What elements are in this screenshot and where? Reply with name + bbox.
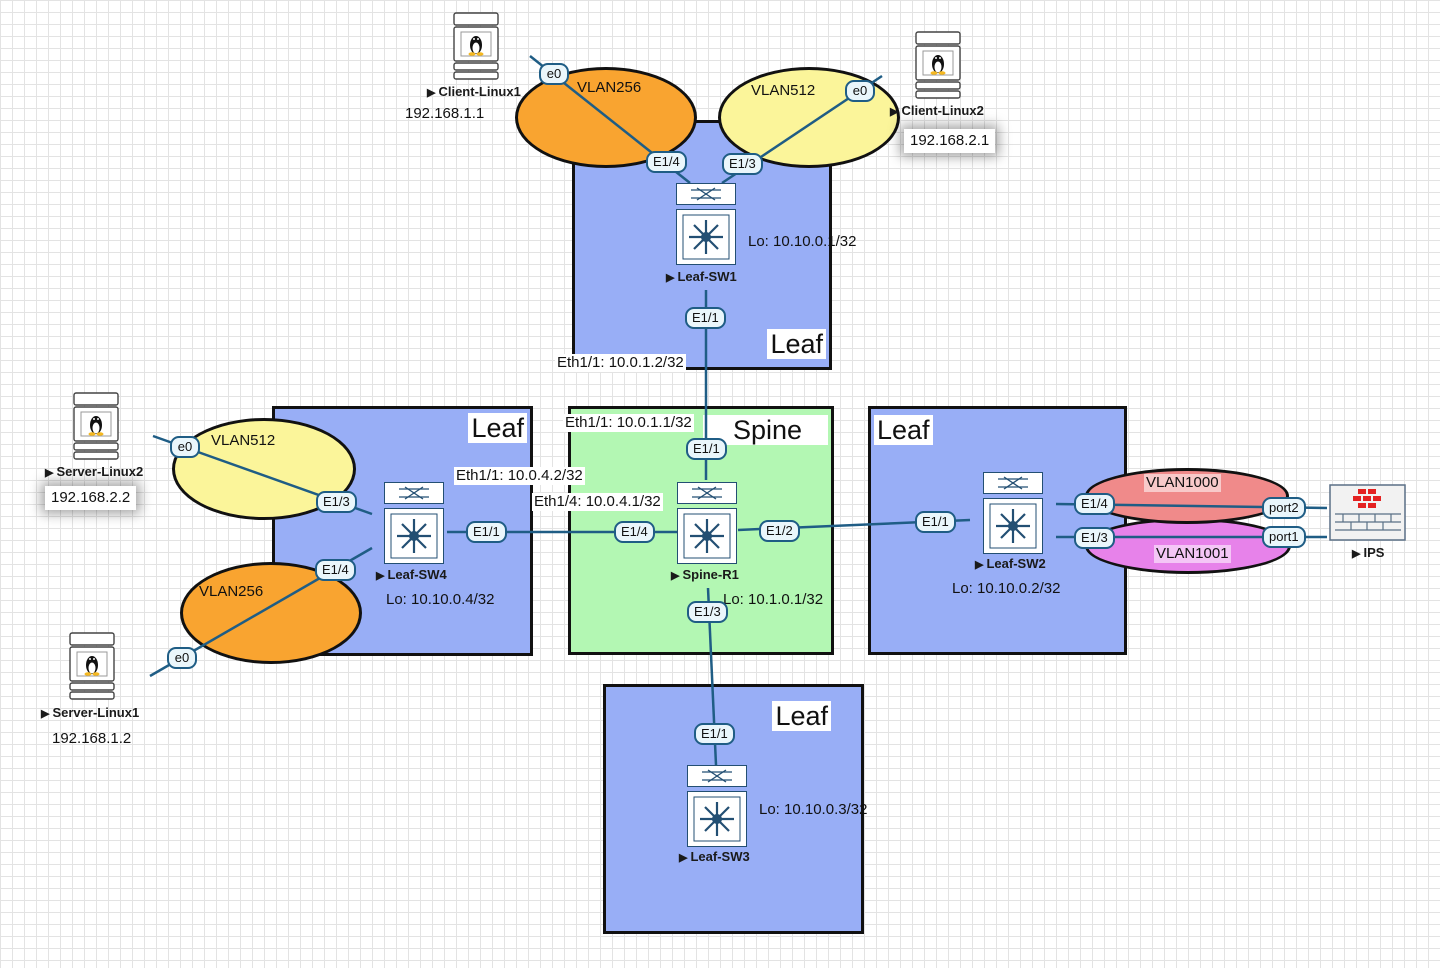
- node-name: ▶Server-Linux1: [41, 705, 140, 720]
- zone-label: Leaf: [468, 413, 527, 443]
- interface-address: Eth1/1: 10.0.1.2/32: [555, 354, 686, 372]
- client-linux1[interactable]: [452, 12, 502, 87]
- port-e1-1[interactable]: E1/1: [466, 521, 507, 543]
- port-e1-4[interactable]: E1/4: [646, 151, 687, 173]
- linux-host-icon: [453, 12, 499, 80]
- port-e1-1[interactable]: E1/1: [915, 511, 956, 533]
- loopback-address: Lo: 10.1.0.1/32: [723, 591, 824, 608]
- nexus-switch-icon: [677, 508, 737, 564]
- vlan-label: VLAN1001: [1154, 545, 1231, 563]
- node-name: ▶Client-Linux2: [890, 103, 984, 118]
- port-e1-3[interactable]: E1/3: [1074, 527, 1115, 549]
- ips[interactable]: [1329, 484, 1407, 542]
- node-name: ▶Server-Linux2: [45, 464, 144, 479]
- port-e0[interactable]: e0: [845, 80, 875, 102]
- node-name: ▶Leaf-SW4: [376, 567, 447, 582]
- loopback-address: Lo: 10.10.0.3/32: [759, 801, 868, 818]
- port-e1-3[interactable]: E1/3: [722, 153, 763, 175]
- loopback-address: Lo: 10.10.0.1/32: [748, 233, 857, 250]
- port-e0[interactable]: e0: [170, 436, 200, 458]
- ip-address: 192.168.2.2: [45, 486, 137, 510]
- spine-r1[interactable]: [677, 482, 737, 564]
- port-port2[interactable]: port2: [1262, 497, 1306, 519]
- vlan-label: VLAN256: [577, 79, 642, 96]
- vlan-label: VLAN1000: [1144, 474, 1221, 492]
- node-name: ▶Leaf-SW3: [679, 849, 750, 864]
- zone-label: Spine: [702, 415, 828, 445]
- switch-top-icon: [687, 765, 747, 787]
- client-linux2[interactable]: [914, 31, 964, 106]
- port-e1-2[interactable]: E1/2: [759, 520, 800, 542]
- vlan-label: VLAN512: [751, 82, 816, 99]
- leaf-sw1[interactable]: [676, 183, 736, 265]
- interface-address: Eth1/1: 10.0.4.2/32: [454, 467, 585, 485]
- port-e1-1[interactable]: E1/1: [685, 307, 726, 329]
- linux-host-icon: [915, 31, 961, 99]
- port-e1-4[interactable]: E1/4: [1074, 493, 1115, 515]
- firewall-icon: [1329, 484, 1406, 541]
- linux-host-icon: [69, 632, 115, 700]
- port-e1-1[interactable]: E1/1: [686, 438, 727, 460]
- switch-top-icon: [384, 482, 444, 504]
- switch-top-icon: [676, 183, 736, 205]
- nexus-switch-icon: [384, 508, 444, 564]
- port-port1[interactable]: port1: [1262, 526, 1306, 548]
- node-name: ▶Spine-R1: [671, 567, 739, 582]
- switch-top-icon: [983, 472, 1043, 494]
- server-linux1[interactable]: [68, 632, 118, 707]
- zone-label: Leaf: [772, 701, 831, 731]
- server-linux2[interactable]: [72, 392, 122, 467]
- vlan-label: VLAN512: [211, 432, 276, 449]
- vlan-label: VLAN256: [199, 583, 264, 600]
- ip-address: 192.168.1.1: [405, 105, 485, 122]
- loopback-address: Lo: 10.10.0.2/32: [952, 580, 1061, 597]
- port-e1-3[interactable]: E1/3: [687, 601, 728, 623]
- node-name: ▶Client-Linux1: [427, 84, 521, 99]
- leaf-sw3[interactable]: [687, 765, 747, 847]
- port-e1-3[interactable]: E1/3: [316, 491, 357, 513]
- node-name: ▶Leaf-SW1: [666, 269, 737, 284]
- leaf-sw2[interactable]: [983, 472, 1043, 554]
- ip-address: 192.168.1.2: [52, 730, 132, 747]
- port-e1-4[interactable]: E1/4: [315, 559, 356, 581]
- node-name: ▶Leaf-SW2: [975, 556, 1046, 571]
- ip-address: 192.168.2.1: [904, 129, 996, 153]
- nexus-switch-icon: [983, 498, 1043, 554]
- linux-host-icon: [73, 392, 119, 460]
- zone-label: Leaf: [874, 415, 933, 445]
- zone-label: Leaf: [767, 329, 826, 359]
- port-e0[interactable]: e0: [539, 63, 569, 85]
- node-name: ▶IPS: [1352, 545, 1385, 560]
- loopback-address: Lo: 10.10.0.4/32: [386, 591, 495, 608]
- interface-address: Eth1/4: 10.0.4.1/32: [532, 493, 663, 511]
- leaf-sw4[interactable]: [384, 482, 444, 564]
- nexus-switch-icon: [676, 209, 736, 265]
- port-e1-1[interactable]: E1/1: [694, 723, 735, 745]
- nexus-switch-icon: [687, 791, 747, 847]
- port-e0[interactable]: e0: [167, 647, 197, 669]
- switch-top-icon: [677, 482, 737, 504]
- port-e1-4[interactable]: E1/4: [614, 521, 655, 543]
- interface-address: Eth1/1: 10.0.1.1/32: [563, 414, 694, 432]
